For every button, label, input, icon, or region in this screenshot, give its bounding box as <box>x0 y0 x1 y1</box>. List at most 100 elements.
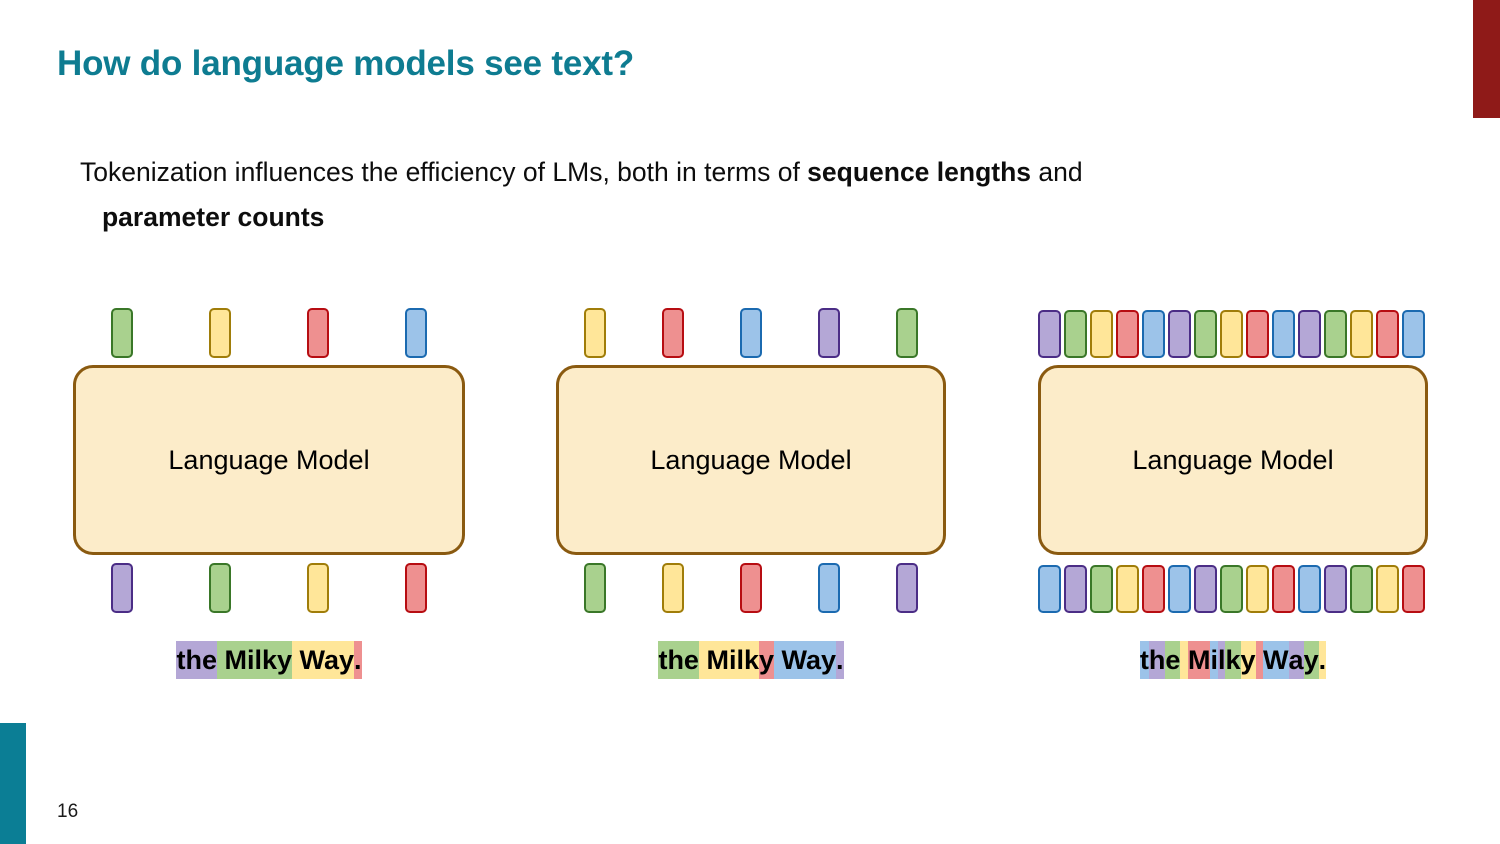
caption-segment: the <box>176 641 217 679</box>
top-token-row <box>556 300 946 358</box>
token-chip-blue <box>1142 310 1165 358</box>
token-chip-blue <box>405 308 427 358</box>
token-chip-yellow <box>307 563 329 613</box>
tokenized-text-caption: the Milky Way. <box>1139 641 1327 679</box>
caption-segment: k <box>1225 641 1241 679</box>
caption-segment <box>1180 641 1188 679</box>
slide-body-text: Tokenization influences the efficiency o… <box>80 150 1400 240</box>
caption-segment: . <box>836 641 844 679</box>
caption-segment <box>1255 641 1264 679</box>
token-chip-purple <box>1168 310 1191 358</box>
accent-bar-bottom-left <box>0 723 26 844</box>
token-chip-green <box>1194 310 1217 358</box>
token-chip-green <box>1220 565 1243 613</box>
caption-row: the Milky Way. <box>556 641 946 679</box>
bottom-token-row <box>73 555 465 613</box>
body-line-1-pre: Tokenization influences the efficiency o… <box>80 157 808 187</box>
diagram-word-level-tokenization: Language Model the Milky Way. <box>73 300 465 679</box>
caption-segment: i <box>1210 641 1218 679</box>
body-line-2: parameter counts <box>80 195 1400 240</box>
token-chip-yellow <box>1350 310 1373 358</box>
token-chip-yellow <box>1116 565 1139 613</box>
language-model-label: Language Model <box>650 444 852 475</box>
token-chip-red <box>307 308 329 358</box>
token-chip-purple <box>1298 310 1321 358</box>
token-chip-green <box>1064 310 1087 358</box>
top-token-row <box>73 300 465 358</box>
caption-segment: . <box>1318 641 1327 679</box>
body-line-1-post: and <box>1031 157 1083 187</box>
caption-segment: W <box>1263 641 1289 679</box>
accent-bar-top-right <box>1473 0 1500 118</box>
token-chip-blue <box>1038 565 1061 613</box>
page-number: 16 <box>57 801 79 822</box>
token-chip-purple <box>1064 565 1087 613</box>
token-chip-yellow <box>209 308 231 358</box>
caption-segment: the <box>658 641 699 679</box>
token-chip-green <box>111 308 133 358</box>
token-chip-green <box>896 308 918 358</box>
token-chip-red <box>1116 310 1139 358</box>
caption-segment: h <box>1148 641 1166 679</box>
token-chip-red <box>1246 310 1269 358</box>
bottom-token-row <box>1038 555 1428 613</box>
token-chip-yellow <box>1220 310 1243 358</box>
caption-segment: . <box>354 641 362 679</box>
page-title: How do language models see text? <box>57 44 635 83</box>
token-chip-blue <box>1402 310 1425 358</box>
body-line-2-bold: parameter counts <box>102 202 325 232</box>
body-line-1-bold: sequence lengths <box>807 157 1032 187</box>
token-chip-yellow <box>584 308 606 358</box>
language-model-box: Language Model <box>556 365 946 555</box>
token-chip-red <box>1142 565 1165 613</box>
tokenized-text-caption: the Milky Way. <box>176 641 362 679</box>
language-model-label: Language Model <box>1132 444 1334 475</box>
bottom-token-row <box>556 555 946 613</box>
token-chip-purple <box>1194 565 1217 613</box>
token-chip-red <box>1376 310 1399 358</box>
token-chip-green <box>1324 310 1347 358</box>
token-chip-blue <box>740 308 762 358</box>
token-chip-purple <box>1324 565 1347 613</box>
caption-segment: e <box>1165 641 1181 679</box>
token-chip-green <box>584 563 606 613</box>
token-chip-yellow <box>662 563 684 613</box>
top-token-row <box>1038 300 1428 358</box>
caption-segment: l <box>1217 641 1226 679</box>
caption-segment: y <box>1240 641 1256 679</box>
token-chip-purple <box>1038 310 1061 358</box>
caption-segment: y <box>758 641 774 679</box>
caption-segment: y <box>1303 641 1319 679</box>
caption-row: the Milky Way. <box>1038 641 1428 679</box>
caption-segment: a <box>1288 641 1304 679</box>
token-chip-green <box>209 563 231 613</box>
token-chip-blue <box>1168 565 1191 613</box>
token-chip-red <box>1402 565 1425 613</box>
caption-segment: Way <box>292 641 355 679</box>
token-chip-yellow <box>1376 565 1399 613</box>
tokenized-text-caption: the Milky Way. <box>658 641 844 679</box>
token-chip-red <box>405 563 427 613</box>
caption-segment: t <box>1139 641 1149 679</box>
token-chip-blue <box>1272 310 1295 358</box>
token-chip-purple <box>818 308 840 358</box>
language-model-label: Language Model <box>168 444 370 475</box>
token-chip-yellow <box>1246 565 1269 613</box>
caption-row: the Milky Way. <box>73 641 465 679</box>
token-chip-red <box>740 563 762 613</box>
token-chip-yellow <box>1090 310 1113 358</box>
token-chip-blue <box>818 563 840 613</box>
token-chip-red <box>662 308 684 358</box>
language-model-box: Language Model <box>1038 365 1428 555</box>
token-chip-green <box>1350 565 1373 613</box>
caption-segment: M <box>1187 641 1211 679</box>
token-chip-green <box>1090 565 1113 613</box>
diagram-subword-level-tokenization: Language Model the Milky Way. <box>556 300 946 679</box>
caption-segment: Milk <box>698 641 759 679</box>
token-chip-purple <box>896 563 918 613</box>
token-chip-red <box>1272 565 1295 613</box>
caption-segment: Milky <box>216 641 292 679</box>
language-model-box: Language Model <box>73 365 465 555</box>
